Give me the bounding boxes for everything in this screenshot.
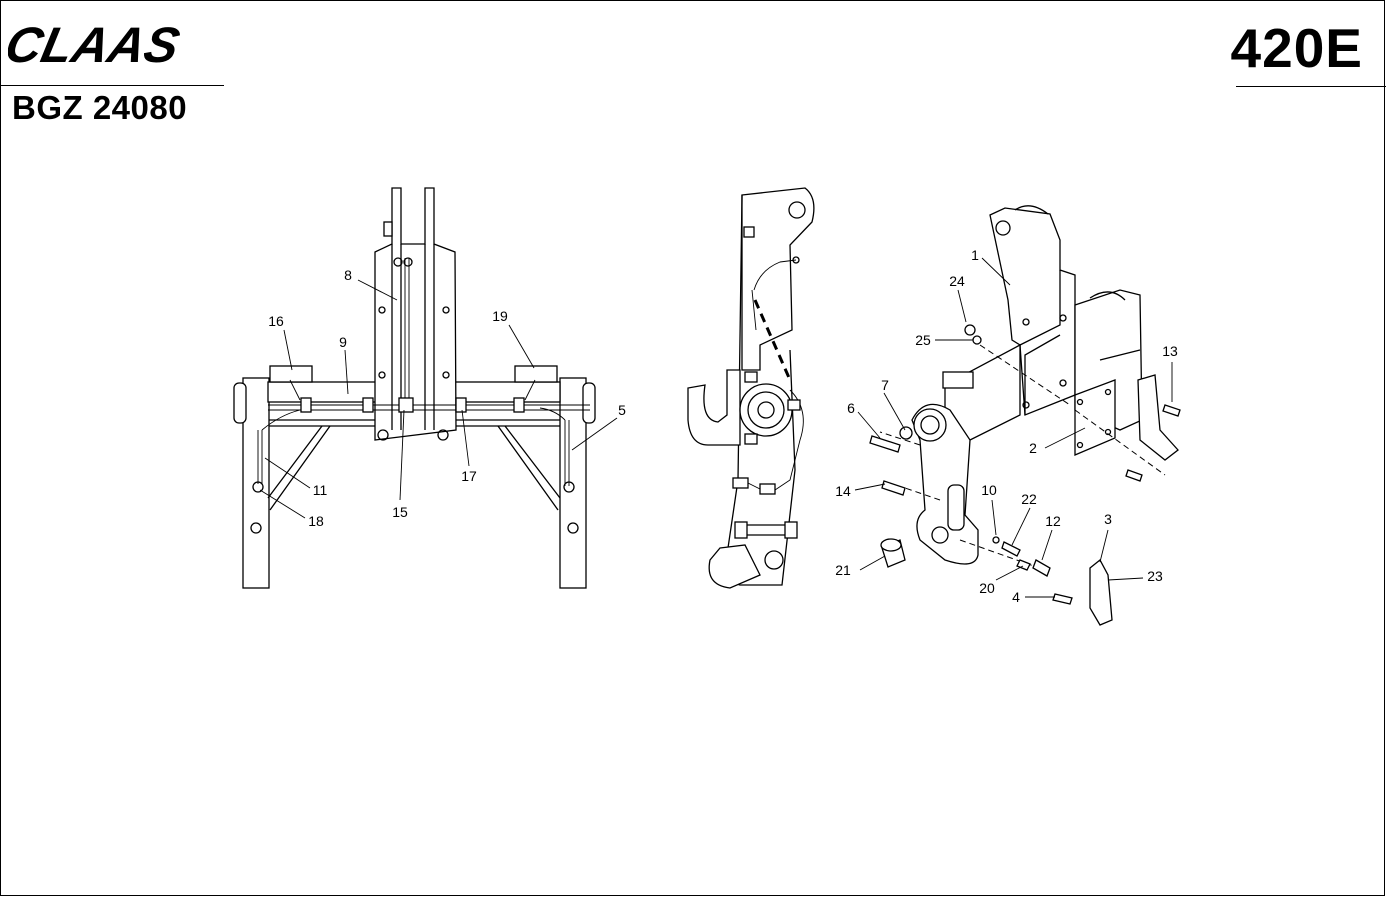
callout-25: 25 — [915, 332, 931, 348]
latch-plate-3 — [1089, 559, 1113, 626]
bolt-14 — [881, 480, 906, 496]
callout-2: 2 — [1029, 440, 1037, 456]
washer-7 — [899, 426, 913, 440]
claas-logo: CLAAS — [8, 18, 185, 70]
callout-22: 22 — [1021, 491, 1037, 507]
lower-hook — [708, 544, 761, 589]
callout-19: 19 — [492, 308, 508, 324]
bolt-4 — [1052, 593, 1073, 605]
callout-12: 12 — [1045, 513, 1061, 529]
washer-25 — [972, 335, 982, 345]
callout-17: 17 — [461, 468, 477, 484]
ball-10 — [992, 536, 1000, 544]
side-view — [687, 187, 815, 589]
centre-mast — [374, 187, 457, 441]
spring-22 — [1001, 541, 1021, 557]
callout-3: 3 — [1104, 511, 1112, 527]
callout-20: 20 — [979, 580, 995, 596]
brand-wordmark: CLAAS — [8, 18, 185, 70]
right-upright — [559, 377, 587, 589]
callout-10: 10 — [981, 482, 997, 498]
front-view — [233, 187, 618, 589]
left-bushing — [233, 382, 247, 424]
upper-hook — [687, 369, 741, 446]
document-code: BGZ 24080 — [12, 89, 188, 126]
callout-18: 18 — [308, 513, 324, 529]
left-bracket — [269, 365, 313, 383]
callout-11: 11 — [313, 482, 328, 498]
callout-23: 23 — [1147, 568, 1163, 584]
bolt-13 — [1162, 404, 1181, 417]
callout-15: 15 — [392, 504, 408, 520]
small-block — [942, 371, 974, 389]
header-rule-right — [1236, 86, 1386, 87]
mounting-plate — [1074, 379, 1116, 456]
pin-20 — [1016, 559, 1031, 571]
callout-8: 8 — [344, 267, 352, 283]
callout-16: 16 — [268, 313, 284, 329]
mast-clip — [383, 221, 393, 237]
line-clamps — [300, 397, 525, 413]
nut-24 — [964, 324, 976, 336]
latch — [1137, 374, 1179, 461]
callout-5: 5 — [618, 402, 626, 418]
isometric-view — [854, 205, 1181, 626]
page-number: 420E — [1230, 17, 1363, 79]
callout-1: 1 — [971, 247, 979, 263]
callout-4: 4 — [1012, 589, 1020, 605]
side-upper-plate — [741, 187, 815, 371]
callout-24: 24 — [949, 273, 965, 289]
header-rule-left — [0, 85, 224, 86]
callout-13: 13 — [1162, 343, 1178, 359]
callout-21: 21 — [835, 562, 851, 578]
callout-9: 9 — [339, 334, 347, 350]
right-bushing — [582, 382, 596, 424]
callout-6: 6 — [847, 400, 855, 416]
pin-12 — [1032, 559, 1051, 577]
callout-14: 14 — [835, 483, 851, 499]
callout-labels: 8 16 9 19 5 11 18 15 17 1 24 25 7 6 13 2… — [268, 247, 1178, 605]
callout-7: 7 — [881, 377, 889, 393]
right-bracket — [514, 365, 558, 383]
bolt-6 — [869, 435, 901, 453]
